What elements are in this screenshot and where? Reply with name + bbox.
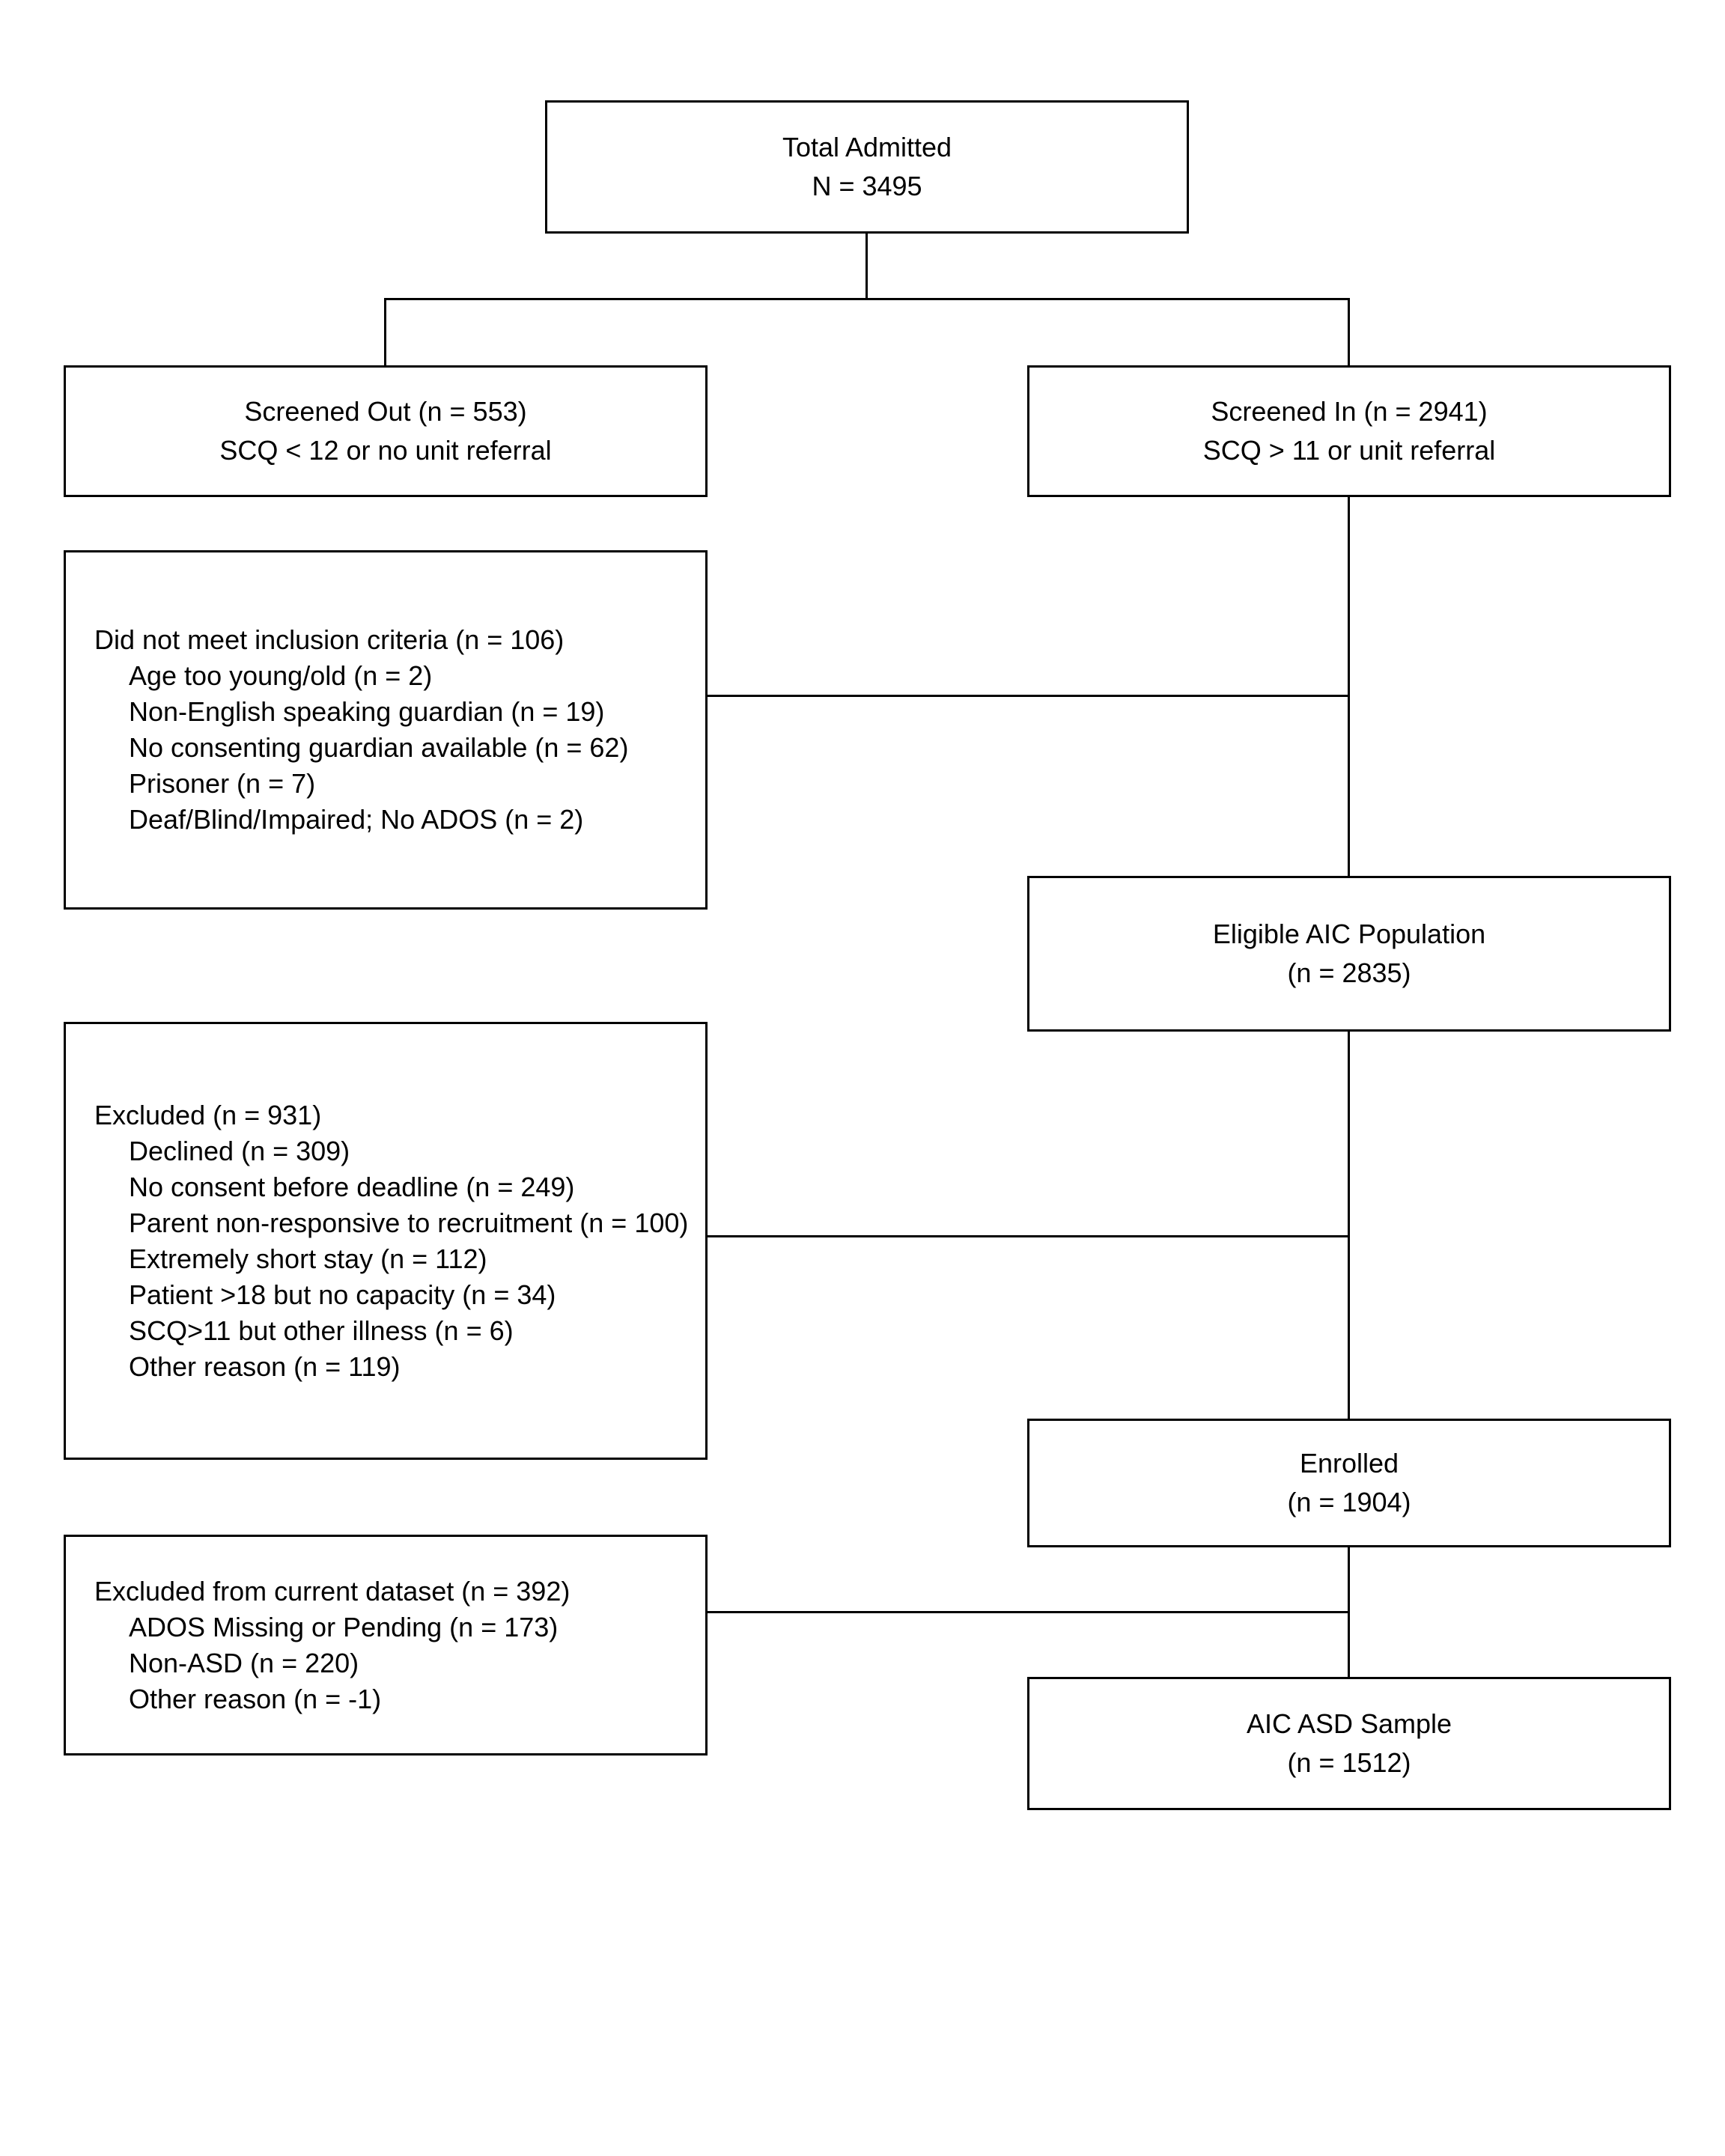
connector-spine-1 — [1348, 497, 1350, 876]
not-inclusion-items: Age too young/old (n = 2) Non-English spe… — [94, 658, 690, 838]
eligible-count: (n = 2835) — [1287, 957, 1411, 988]
screened-in-criteria: SCQ > 11 or unit referral — [1202, 435, 1496, 466]
list-item: SCQ>11 but other illness (n = 6) — [129, 1315, 514, 1346]
enrolled-box: Enrolled (n = 1904) — [1027, 1419, 1671, 1547]
connector-total-stem — [865, 234, 868, 298]
aic-asd-sample-count: (n = 1512) — [1287, 1747, 1411, 1778]
screened-out-criteria: SCQ < 12 or no unit referral — [219, 435, 552, 466]
connector-branch-right — [1348, 298, 1350, 365]
not-inclusion-title: Did not meet inclusion criteria (n = 106… — [94, 624, 565, 655]
total-admitted-count: N = 3495 — [812, 171, 922, 201]
aic-asd-sample-label: AIC ASD Sample — [1246, 1708, 1452, 1739]
screened-out-box: Screened Out (n = 553) SCQ < 12 or no un… — [64, 365, 708, 497]
excluded-dataset-title: Excluded from current dataset (n = 392) — [94, 1575, 571, 1607]
list-item: No consenting guardian available (n = 62… — [129, 732, 629, 763]
list-item: Non-ASD (n = 220) — [129, 1647, 359, 1678]
excluded-items: Declined (n = 309) No consent before dead… — [94, 1133, 690, 1385]
connector-not-inclusion — [708, 695, 1349, 697]
eligible-box: Eligible AIC Population (n = 2835) — [1027, 876, 1671, 1032]
list-item: Patient >18 but no capacity (n = 34) — [129, 1279, 556, 1310]
excluded-dataset-box: Excluded from current dataset (n = 392) … — [64, 1535, 708, 1755]
list-item: Age too young/old (n = 2) — [129, 660, 433, 691]
total-admitted-label: Total Admitted — [782, 132, 952, 162]
list-item: Non-English speaking guardian (n = 19) — [129, 696, 605, 727]
total-admitted-box: Total Admitted N = 3495 — [545, 100, 1189, 234]
screened-out-label: Screened Out (n = 553) — [244, 396, 527, 427]
enrolled-label: Enrolled — [1299, 1448, 1399, 1479]
list-item: Deaf/Blind/Impaired; No ADOS (n = 2) — [129, 804, 584, 835]
excluded-dataset-items: ADOS Missing or Pending (n = 173) Non-ASD… — [94, 1610, 690, 1717]
connector-excluded-dataset — [708, 1611, 1349, 1613]
screened-in-label: Screened In (n = 2941) — [1211, 396, 1488, 427]
list-item: Declined (n = 309) — [129, 1135, 350, 1166]
excluded-title: Excluded (n = 931) — [94, 1099, 322, 1130]
list-item: Other reason (n = 119) — [129, 1350, 401, 1382]
aic-asd-sample-box: AIC ASD Sample (n = 1512) — [1027, 1677, 1671, 1810]
list-item: Parent non-responsive to recruitment (n … — [129, 1207, 689, 1238]
list-item: Other reason (n = -1) — [129, 1683, 382, 1714]
eligible-label: Eligible AIC Population — [1212, 919, 1486, 949]
connector-excluded — [708, 1235, 1349, 1237]
screened-in-box: Screened In (n = 2941) SCQ > 11 or unit … — [1027, 365, 1671, 497]
list-item: ADOS Missing or Pending (n = 173) — [129, 1611, 559, 1642]
enrolled-count: (n = 1904) — [1287, 1487, 1411, 1517]
list-item: Prisoner (n = 7) — [129, 768, 316, 799]
not-inclusion-box: Did not meet inclusion criteria (n = 106… — [64, 550, 708, 910]
connector-branch-left — [384, 298, 386, 365]
connector-branch-horizontal — [384, 298, 1350, 300]
excluded-box: Excluded (n = 931) Declined (n = 309) No … — [64, 1022, 708, 1460]
list-item: Extremely short stay (n = 112) — [129, 1243, 487, 1274]
list-item: No consent before deadline (n = 249) — [129, 1171, 575, 1202]
connector-spine-2 — [1348, 1032, 1350, 1419]
